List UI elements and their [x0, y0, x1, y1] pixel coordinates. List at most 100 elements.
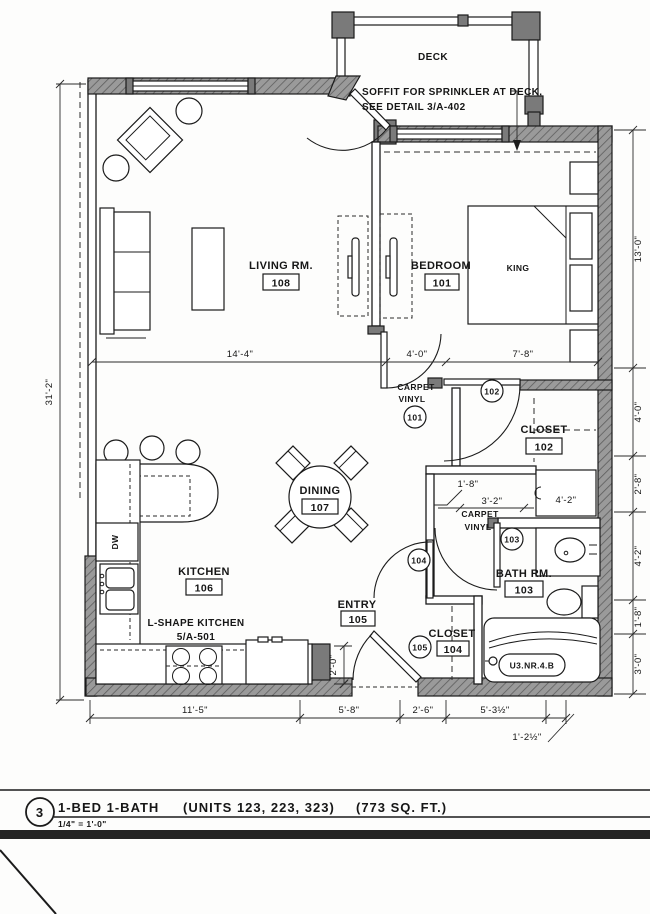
dim-bedroom-width: 7'-8": [513, 349, 534, 360]
tag-101: 101: [407, 413, 422, 423]
dim-right-4: 4'-2": [633, 546, 644, 567]
side-table-1: [175, 97, 203, 125]
dim-right-1: 13'-0": [633, 236, 644, 263]
bedroom-number: 101: [433, 278, 452, 290]
deck-post-top-left: [331, 11, 355, 39]
closet102-door-leaf: [443, 378, 521, 386]
soffit-note-line2: SEE DETAIL 3/A-402: [362, 102, 466, 113]
dim-bottom-2: 5'-8": [339, 705, 360, 716]
bedroom-number-box: [424, 273, 460, 291]
tag-circle-102: [480, 379, 504, 403]
pillow-1: [569, 212, 593, 260]
closet102-west-jamb: [427, 377, 443, 389]
bedroom-door-leaf: [380, 331, 388, 389]
stove: [165, 645, 223, 685]
left-wall-hatched: [84, 555, 98, 697]
tub-rim-line-1: [488, 631, 598, 643]
hall-cabinet-handle: [534, 486, 542, 500]
dim-hall-stub: 1'-8": [458, 479, 479, 490]
living-window-jamb-right: [247, 77, 256, 95]
living-window-jamb-left: [125, 77, 134, 95]
soffit-note-line1: SOFFIT FOR SPRINKLER AT DECK,: [362, 87, 543, 98]
bedroom-furniture: [467, 161, 599, 363]
dim-living-width: 14'-4": [227, 349, 254, 360]
closet102-north-wall: [519, 379, 613, 391]
bathroom-fixtures: [483, 527, 601, 683]
dim-right-6: 3'-0": [633, 654, 644, 675]
armchair: [116, 106, 184, 174]
tub-model-label: U3.NR.4.B: [510, 661, 555, 671]
dim-right-3: 2'-8": [633, 474, 644, 495]
plan-units: (UNITS 123, 223, 323): [183, 800, 335, 815]
tv-bedroom-mount: [385, 255, 391, 279]
bath-number-box: [504, 580, 544, 598]
deck-rail-left: [336, 37, 346, 81]
exterior-walls: [79, 75, 613, 697]
bedroom-door-swing: [386, 333, 442, 389]
refrigerator: [245, 639, 309, 685]
deck-rail-post-mid: [457, 14, 469, 27]
plan-area: (773 SQ. FT.): [356, 800, 447, 815]
detail-number-circle: [25, 797, 55, 827]
closet104-east-wall: [473, 595, 483, 685]
fridge-handle-2: [271, 636, 283, 643]
deck-structure: [329, 11, 544, 133]
dim-right-5: 1'-8": [633, 607, 644, 628]
tv-living-mount: [347, 255, 353, 279]
tag-103: 103: [504, 535, 519, 545]
sofa-seat: [113, 211, 151, 331]
tub-faucet: [488, 656, 498, 666]
dim-hall-stub-leader: [434, 489, 463, 506]
sink-drain: [563, 550, 569, 556]
closet104-number-box: [436, 640, 470, 657]
detail-number: 3: [36, 805, 44, 820]
closet104-name: CLOSET: [428, 628, 475, 640]
finish-tags: CARPET VINYL 101 102 CARPET VINYL 103 10…: [397, 379, 524, 659]
faucet-knob-1: [99, 573, 105, 579]
bed-fold-line: [533, 205, 567, 239]
closet102-door-swing: [443, 384, 521, 462]
tag-104: 104: [411, 556, 426, 566]
entry-door-swing: [352, 633, 373, 681]
bedroom-window-jamb-right: [501, 125, 510, 143]
deck-post-bottom-right: [524, 95, 544, 115]
closet102-number-box: [525, 437, 563, 455]
carpet-tag-1: CARPET: [397, 382, 435, 392]
dim-bottom-5: 1'-2½": [512, 732, 541, 743]
kitchen-number-box: [185, 578, 223, 596]
kitchen-fixtures: [95, 435, 313, 685]
fridge-handle-1: [257, 636, 269, 643]
pillow-2: [569, 264, 593, 312]
dining-number: 107: [311, 502, 330, 514]
tag-105: 105: [412, 643, 427, 653]
bedroom-window-jamb-left: [389, 125, 398, 143]
closet102-name: CLOSET: [520, 424, 567, 436]
bath-number: 103: [515, 585, 534, 597]
kitchen-note-line2: 5/A-501: [177, 632, 215, 643]
bath-door-swing: [434, 527, 498, 591]
kitchen-number: 106: [195, 583, 214, 595]
dining-chair-2: [333, 445, 369, 481]
title-block: 3 1-BED 1-BATH (UNITS 123, 223, 323) (77…: [0, 789, 650, 914]
tub-model-bubble: [498, 653, 566, 677]
living-room-name: LIVING RM.: [249, 260, 313, 272]
closet104-door-swing: [373, 541, 433, 599]
nightstand-1: [569, 161, 599, 195]
soffit-leader: [511, 90, 518, 140]
doors: [306, 88, 521, 683]
tag-circle-103: [500, 527, 524, 551]
tv-living-icon: [351, 237, 360, 297]
dim-bottom-3: 2'-6": [413, 705, 434, 716]
dim-cabinet-width: 4'-2": [556, 495, 577, 506]
peninsula-cabinet-dashed: [101, 475, 191, 517]
living-bedroom-partition: [371, 141, 381, 327]
burner-3: [172, 667, 190, 685]
bath-name: BATH RM.: [496, 568, 552, 580]
soffit-leader-arrow: [513, 140, 521, 151]
entry-name: ENTRY: [338, 599, 377, 611]
deck-rail-top: [351, 16, 513, 26]
bedroom-name: BEDROOM: [411, 260, 471, 272]
kitchen-note-line1: L-SHAPE KITCHEN: [147, 618, 244, 629]
